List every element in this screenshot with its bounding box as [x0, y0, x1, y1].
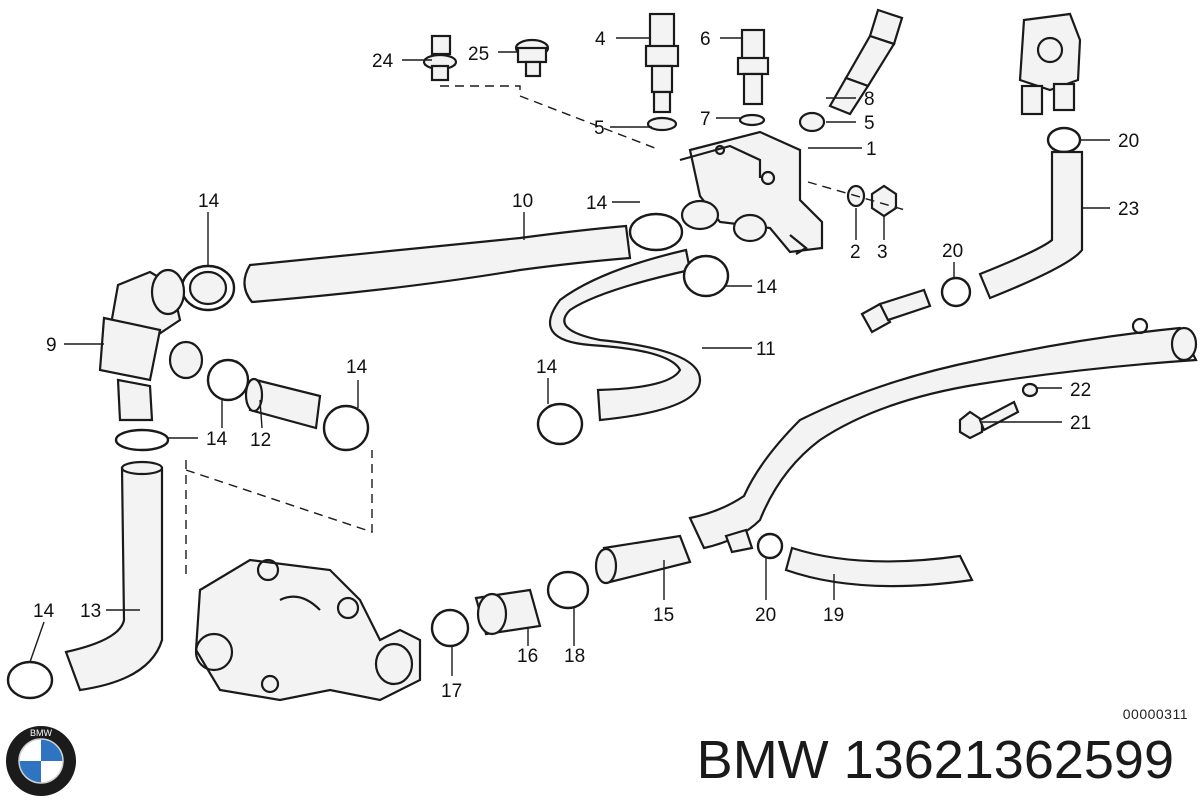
clamp-14-f — [682, 254, 730, 298]
sensor-union — [860, 288, 932, 334]
coolant-pipe — [688, 326, 1198, 550]
label-part-20c: 20 — [755, 605, 776, 626]
thermostat-housing — [679, 130, 824, 255]
label-part-21: 21 — [1070, 413, 1091, 434]
temperature-sensor-4 — [644, 12, 680, 132]
label-part-14g: 14 — [33, 601, 55, 622]
clamp-14-c — [206, 358, 250, 402]
clamp-17 — [430, 608, 470, 648]
bmw-roundel-icon: BMW — [6, 726, 76, 796]
bolt-21 — [958, 400, 1020, 440]
clamp-20-mid — [940, 276, 972, 308]
assembly-dash-mid — [185, 450, 373, 533]
clamp-20-bottom — [756, 532, 784, 560]
label-part-6: 6 — [700, 29, 711, 50]
hose-23 — [978, 150, 1084, 300]
assembly-dash-housing — [807, 181, 906, 211]
label-part-25: 25 — [468, 44, 489, 65]
clamp-14-e — [322, 404, 370, 452]
label-part-20b: 20 — [942, 241, 963, 262]
label-part-19: 19 — [823, 605, 844, 626]
label-part-7: 7 — [700, 109, 711, 130]
label-part-14f: 14 — [206, 429, 228, 450]
clamp-14-h — [6, 660, 54, 700]
part-number-title: BMW 13621362599 — [696, 730, 1174, 790]
connector-9 — [98, 268, 204, 422]
hose-10 — [243, 224, 632, 304]
hose-13 — [64, 466, 164, 692]
label-part-14c: 14 — [756, 277, 778, 298]
temperature-switch-8 — [798, 8, 904, 133]
label-part-23: 23 — [1118, 199, 1139, 220]
label-part-3: 3 — [877, 242, 888, 263]
assembly-dash-24-25 — [440, 85, 661, 151]
label-part-14d: 14 — [536, 357, 558, 378]
hose-11 — [549, 248, 702, 422]
part-labels: 1 2 3 4 5 5 6 7 8 9 10 11 12 13 14 14 14… — [33, 29, 1139, 702]
clamp-14-a — [628, 212, 684, 252]
clamp-18 — [546, 570, 590, 610]
label-part-24: 24 — [372, 51, 394, 72]
label-part-14b: 14 — [198, 191, 220, 212]
document-code: 00000311 — [1122, 706, 1188, 722]
heater-flange — [1018, 12, 1082, 116]
label-part-17: 17 — [441, 681, 462, 702]
label-part-18: 18 — [564, 646, 585, 667]
label-part-10: 10 — [512, 191, 533, 212]
label-part-12: 12 — [250, 430, 271, 451]
label-part-11: 11 — [756, 339, 776, 360]
clamp-20-top — [1046, 126, 1082, 154]
clamp-14-g — [536, 402, 584, 446]
label-part-16: 16 — [517, 646, 538, 667]
leader-lines — [29, 37, 1110, 676]
switch-24 — [422, 34, 458, 82]
clamp-14-d — [114, 428, 170, 452]
logo-letters: BMW — [30, 728, 53, 738]
washer-22 — [1021, 382, 1039, 398]
pipe-15 — [602, 534, 692, 584]
label-part-22: 22 — [1070, 380, 1091, 401]
water-pump — [194, 558, 422, 702]
label-part-9: 9 — [46, 335, 57, 356]
label-part-2: 2 — [850, 242, 861, 263]
label-part-1: 1 — [866, 139, 877, 160]
label-part-15: 15 — [653, 605, 674, 626]
label-part-14a: 14 — [586, 193, 608, 214]
label-part-5a: 5 — [594, 118, 605, 139]
label-part-14e: 14 — [346, 357, 368, 378]
label-part-20a: 20 — [1118, 131, 1139, 152]
label-part-13: 13 — [80, 601, 101, 622]
temperature-sensor-6 — [736, 28, 770, 127]
label-part-4: 4 — [595, 29, 606, 50]
plug-25 — [514, 38, 550, 78]
label-part-5b: 5 — [864, 113, 875, 134]
hose-19 — [784, 546, 974, 588]
label-part-8: 8 — [864, 89, 875, 110]
